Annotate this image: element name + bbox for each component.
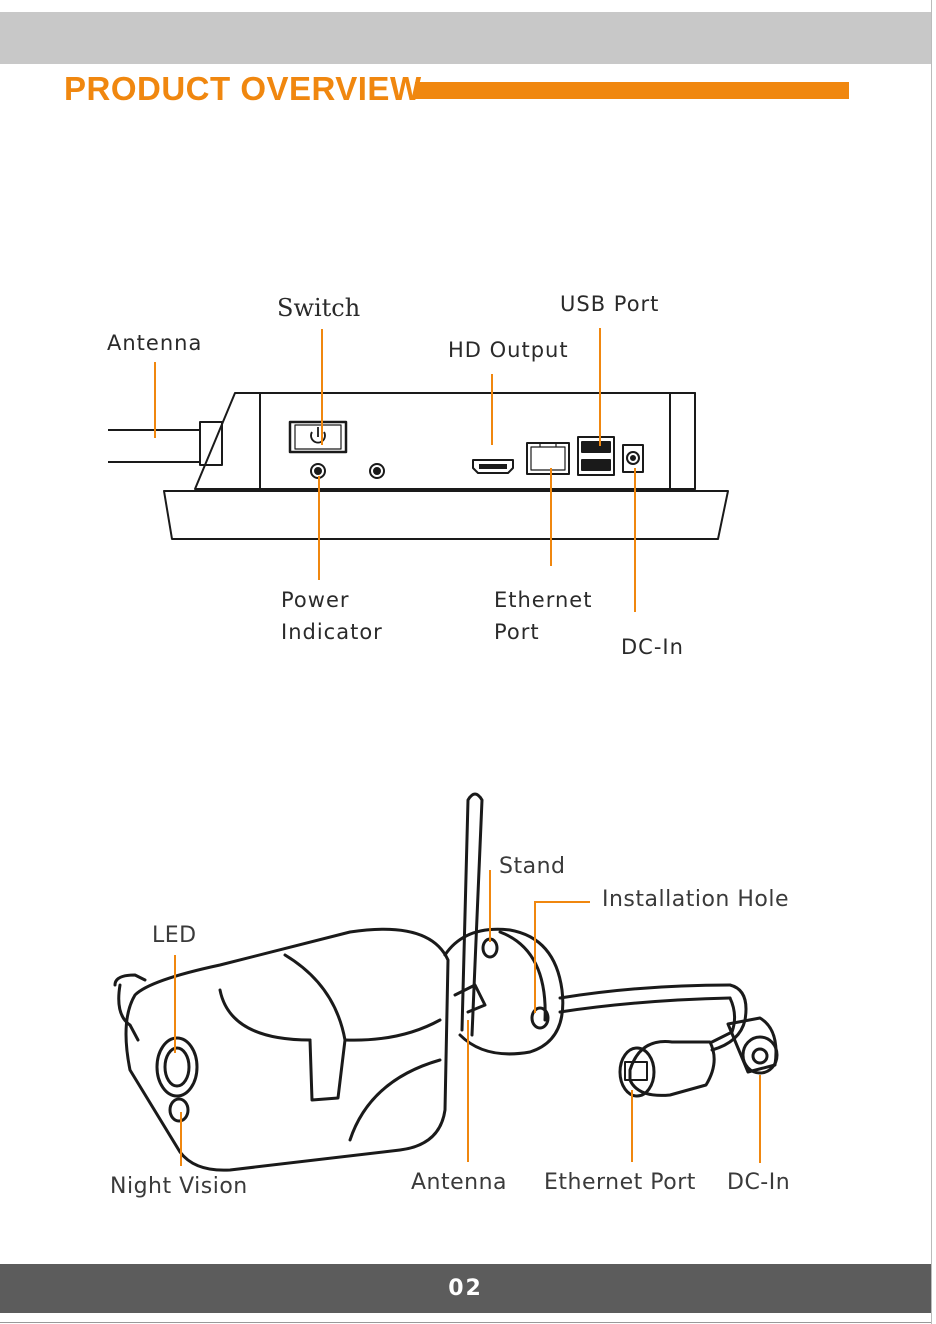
nvr-label-dc-in: DC-In bbox=[621, 631, 684, 663]
leader-cam-antenna bbox=[467, 1020, 469, 1162]
cam-label-ethernet-port: Ethernet Port bbox=[544, 1167, 696, 1199]
nvr-right-end bbox=[670, 393, 695, 489]
leader-night-vision bbox=[180, 1112, 182, 1166]
leader-cam-ethernet bbox=[631, 1090, 633, 1162]
title-accent-bar bbox=[415, 82, 849, 99]
page-number: 02 bbox=[0, 1264, 931, 1313]
leader-dc-in bbox=[634, 468, 636, 612]
cam-label-led: LED bbox=[152, 920, 197, 952]
nvr-base bbox=[164, 491, 728, 539]
header-bar bbox=[0, 12, 931, 64]
bottom-rule bbox=[0, 1322, 931, 1323]
nvr-wedge bbox=[195, 393, 260, 489]
nvr-body bbox=[260, 393, 695, 489]
leader-ethernet-port bbox=[550, 468, 552, 566]
leader-installation-hole-h bbox=[534, 901, 590, 903]
camera-diagram bbox=[100, 780, 800, 1180]
camera-cable bbox=[560, 985, 730, 998]
leader-usb-port bbox=[599, 328, 601, 446]
page-title: PRODUCT OVERVIEW bbox=[64, 70, 422, 108]
cam-label-antenna: Antenna bbox=[411, 1167, 507, 1199]
nvr-label-power-indicator-1: Power bbox=[281, 584, 350, 616]
nvr-label-antenna: Antenna bbox=[107, 327, 202, 359]
cam-label-stand: Stand bbox=[499, 851, 565, 883]
cam-label-night-vision: Night Vision bbox=[110, 1171, 248, 1203]
nvr-antenna-base bbox=[200, 422, 222, 465]
leader-power-indicator bbox=[318, 476, 320, 580]
rj45-port-icon bbox=[527, 443, 569, 474]
leader-hd-output bbox=[491, 374, 493, 445]
leader-stand bbox=[489, 870, 491, 942]
nvr-diagram bbox=[100, 385, 740, 545]
nvr-label-ethernet-1: Ethernet bbox=[494, 584, 592, 616]
cam-label-installation-hole: Installation Hole bbox=[602, 884, 789, 916]
leader-antenna bbox=[154, 362, 156, 438]
camera-antenna bbox=[462, 794, 482, 1035]
leader-installation-hole-v bbox=[534, 901, 536, 1013]
nvr-label-power-indicator-2: Indicator bbox=[281, 616, 383, 648]
nvr-label-usb-port: USB Port bbox=[560, 288, 659, 320]
cam-label-dc-in: DC-In bbox=[727, 1167, 790, 1199]
dc-connector bbox=[728, 1018, 776, 1072]
nvr-label-ethernet-2: Port bbox=[494, 616, 540, 648]
page-edge bbox=[931, 0, 932, 1324]
nvr-label-hd-output: HD Output bbox=[448, 334, 569, 366]
camera-night-vision bbox=[170, 1099, 188, 1121]
leader-cam-dc-in bbox=[759, 1075, 761, 1163]
leader-switch bbox=[321, 329, 323, 445]
leader-led bbox=[174, 955, 176, 1053]
nvr-label-switch: Switch bbox=[277, 292, 360, 324]
